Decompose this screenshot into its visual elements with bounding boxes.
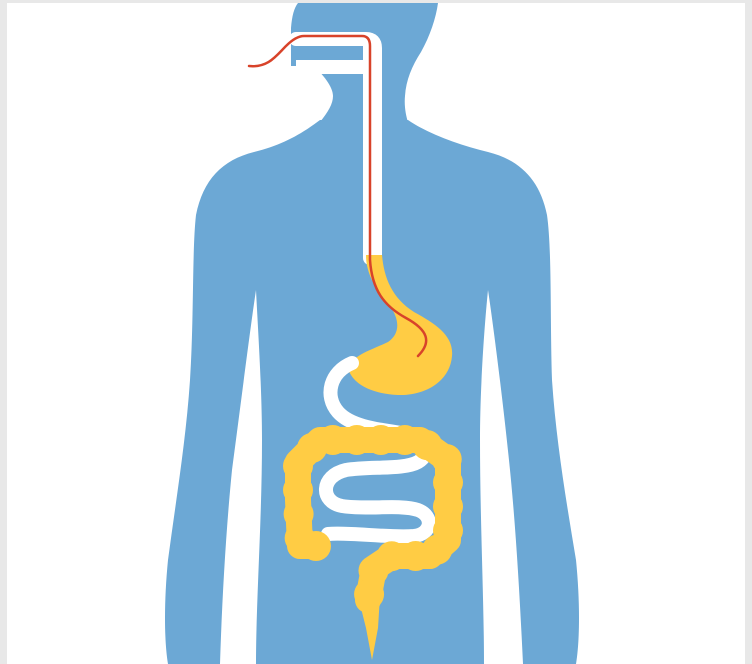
digestive-diagram [0,0,752,664]
